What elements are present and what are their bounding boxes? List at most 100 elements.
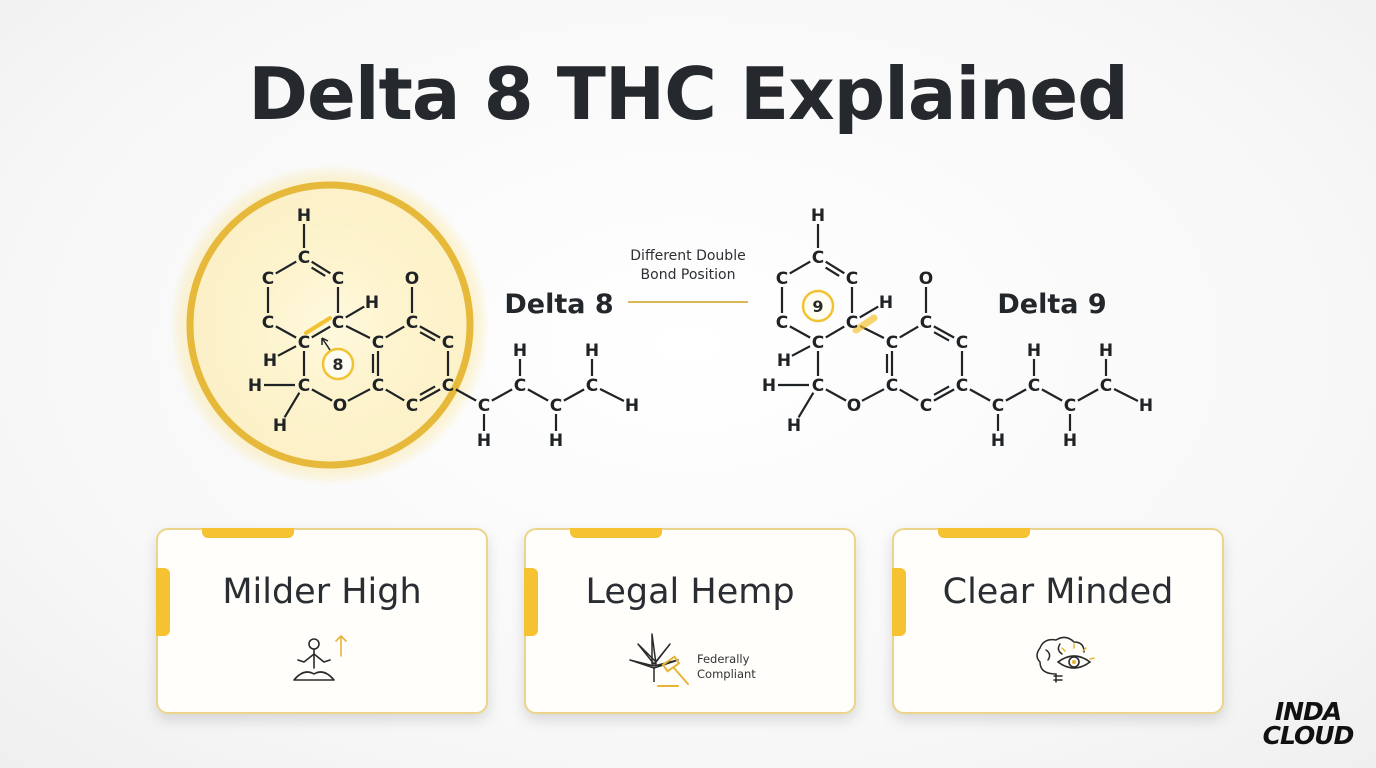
card-accent-top (202, 528, 294, 538)
bond (385, 325, 405, 339)
atom-label: C (332, 313, 344, 333)
atom-label: C (442, 333, 454, 353)
position-number: 9 (812, 297, 823, 316)
atom-label: C (1064, 396, 1076, 416)
atom-label: C (812, 333, 824, 353)
atom-label: H (513, 341, 527, 361)
atom-label: C (406, 313, 418, 333)
double-bond-line (419, 331, 436, 342)
bond (825, 325, 845, 339)
bond (1005, 388, 1027, 402)
atom-label: C (298, 333, 310, 353)
bond (277, 345, 297, 357)
bond (825, 388, 847, 402)
delta-9-label: Delta 9 (997, 289, 1106, 320)
bond (527, 388, 549, 402)
bond (275, 260, 297, 275)
double-bond-line (311, 266, 326, 277)
milder-high-card: Milder High (156, 528, 488, 714)
atom-label: C (776, 313, 788, 333)
atom-label: C (550, 396, 562, 416)
atom-label: O (333, 396, 347, 416)
atom-label: H (1063, 431, 1077, 451)
atom-label: C (886, 376, 898, 396)
atom-label: H (1099, 341, 1113, 361)
inda-cloud-logo: INDA CLOUD (1252, 697, 1364, 748)
card-accent-top (938, 528, 1030, 538)
double-bond-line (419, 385, 436, 396)
atom-label: H (879, 293, 893, 313)
brain-eye-icon (1036, 636, 1095, 683)
atom-label: O (919, 269, 933, 289)
atom-label: H (762, 376, 776, 396)
atom-label: H (477, 431, 491, 451)
atom-label: O (405, 269, 419, 289)
atom-label: C (812, 376, 824, 396)
bond (933, 388, 955, 402)
atom-label: H (263, 351, 277, 371)
atom-label: C (262, 269, 274, 289)
atom-label: C (992, 396, 1004, 416)
bond-note-line2: Bond Position (641, 267, 736, 283)
bond (789, 260, 811, 275)
card-accent-left (524, 568, 538, 636)
hemp-leaf-gavel-icon (629, 633, 689, 687)
double-bond-line (933, 385, 950, 396)
atom-label: C (846, 269, 858, 289)
bond (1113, 388, 1139, 402)
bond (797, 392, 815, 418)
highlight-glow (170, 165, 490, 485)
bond (899, 388, 919, 402)
page-title: Delta 8 THC Explained (248, 52, 1129, 136)
position-number: 8 (332, 355, 343, 374)
bond (275, 325, 297, 339)
double-bond-line (825, 266, 840, 277)
position-marker (321, 347, 355, 381)
atom-label: H (1027, 341, 1041, 361)
atom-label: C (298, 376, 310, 396)
atom-label: H (273, 416, 287, 436)
bond (385, 388, 405, 402)
atom-label: C (332, 269, 344, 289)
bond (455, 388, 477, 402)
bond (563, 388, 585, 402)
bond (283, 392, 301, 418)
atom-label: H (585, 341, 599, 361)
legal-hemp-card: Legal Hemp Federally Compliant (524, 528, 856, 714)
bond (599, 388, 625, 402)
atom-label: C (846, 313, 858, 333)
atom-label: C (478, 396, 490, 416)
card-accent-left (892, 568, 906, 636)
delta-8-double-bond (304, 316, 332, 335)
logo-line1: INDA (1274, 697, 1342, 726)
atom-label: C (920, 396, 932, 416)
atom-label: H (787, 416, 801, 436)
card-title-legal-hemp: Legal Hemp (585, 572, 795, 612)
card-title-milder-high: Milder High (222, 572, 422, 612)
atom-label: C (1028, 376, 1040, 396)
bond (861, 388, 885, 402)
marker-arrow (321, 337, 331, 351)
card-title-clear-minded: Clear Minded (942, 572, 1174, 612)
federally-compliant-badge: Federally Compliant (697, 652, 756, 682)
atom-label: C (1100, 376, 1112, 396)
bond (1077, 388, 1099, 402)
bond (789, 325, 811, 339)
atom-label: H (248, 376, 262, 396)
atom-label: C (372, 376, 384, 396)
bond (899, 325, 919, 339)
atom-label: C (586, 376, 598, 396)
card-accent-left (156, 568, 170, 636)
atom-label: H (991, 431, 1005, 451)
bond (1041, 388, 1063, 402)
atom-label: H (1139, 396, 1153, 416)
atom-label: C (372, 333, 384, 353)
card-accent-top (570, 528, 662, 538)
atom-label: O (847, 396, 861, 416)
atom-label: C (514, 376, 526, 396)
atom-label: C (262, 313, 274, 333)
atom-label: C (920, 313, 932, 333)
badge-line1: Federally (697, 652, 750, 666)
atom-label: C (406, 396, 418, 416)
